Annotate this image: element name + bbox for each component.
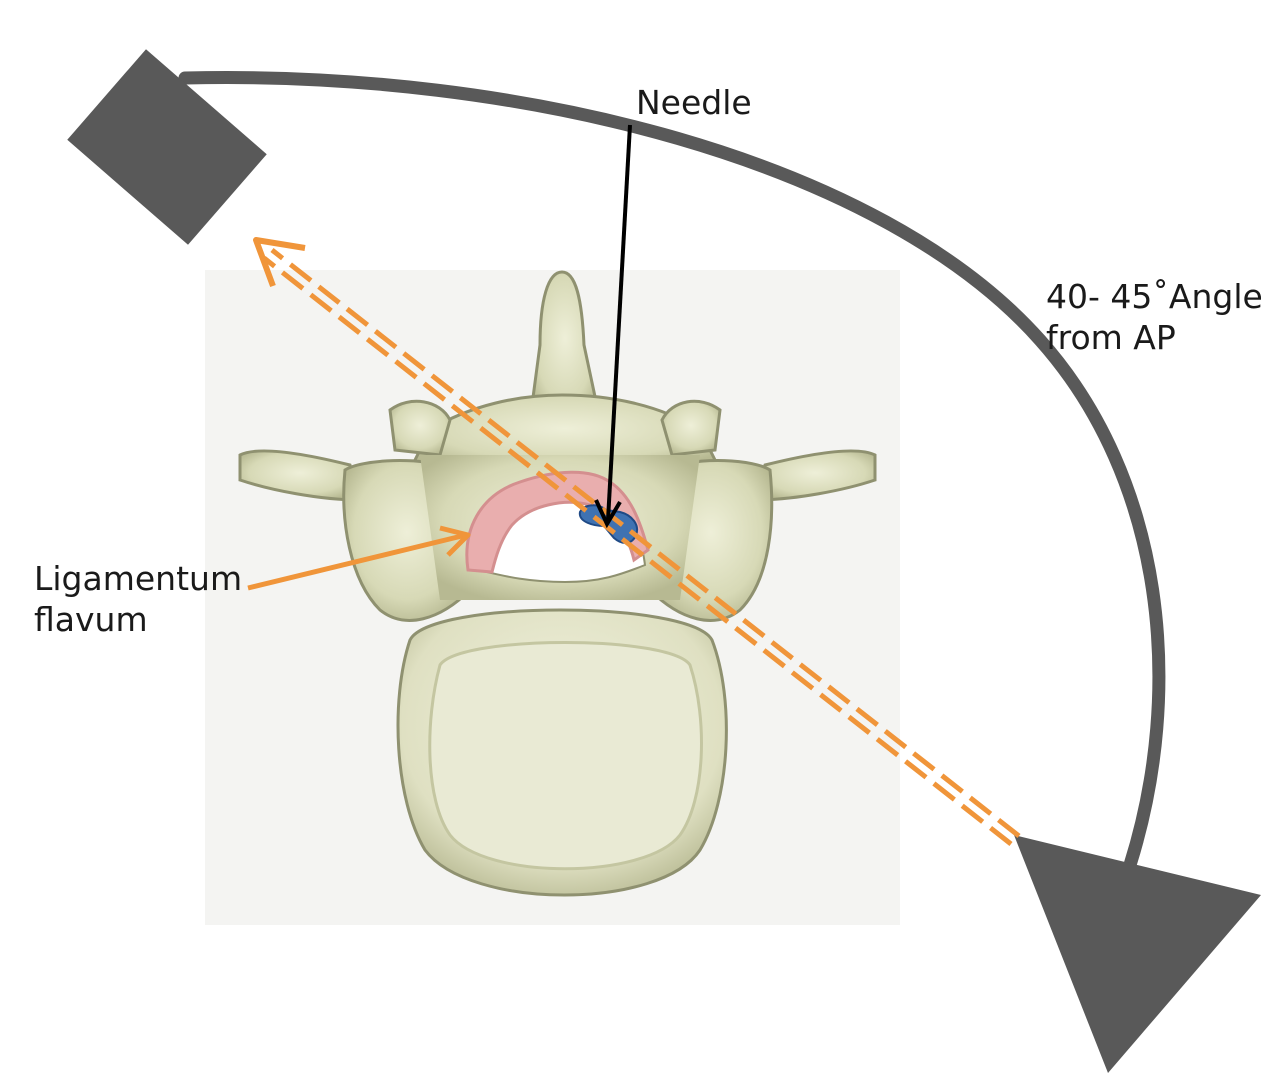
ligamentum-flavum-label: Ligamentum flavum: [34, 558, 242, 640]
vertebral-endplate: [430, 643, 702, 869]
angle-label-line-1: 40- 45˚Angle: [1046, 276, 1261, 317]
ligamentum-label-line-2: flavum: [34, 599, 242, 640]
needle-label: Needle: [636, 82, 752, 123]
right-articular-process: [662, 401, 720, 455]
angle-label: 40- 45˚Angle from AP: [1046, 276, 1261, 358]
left-articular-process: [390, 401, 450, 455]
ligamentum-label-line-1: Ligamentum: [34, 558, 242, 599]
xray-detector-icon: [1014, 835, 1261, 1073]
angle-label-line-2: from AP: [1046, 317, 1261, 358]
needle-label-text: Needle: [636, 82, 752, 123]
